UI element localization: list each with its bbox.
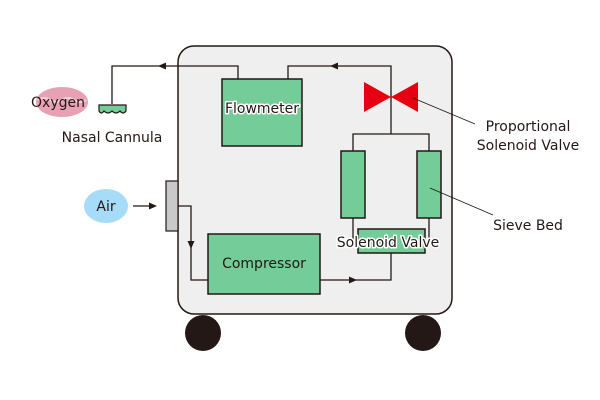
wheel-left <box>185 315 221 351</box>
air-label: Air <box>96 199 115 215</box>
solenoid-valve-label: Solenoid Valve <box>337 235 439 251</box>
oxygen-blob-wave <box>37 97 87 103</box>
sieve-bed-label: Sieve Bed <box>493 218 563 234</box>
flow-arrow-to-solenoid <box>349 276 357 284</box>
oxygen-blob <box>36 87 88 117</box>
pipe-flowmeter-to-cannula <box>111 65 239 104</box>
flow-arrow-to-compressor <box>187 241 195 249</box>
flow-arrow-to-cannula <box>158 62 166 70</box>
nasal-cannula-icon <box>98 104 127 114</box>
air-intake <box>165 180 179 232</box>
flowmeter-box <box>221 78 303 147</box>
flowmeter-label: Flowmeter <box>225 101 299 117</box>
proportional-valve-label-line2: Solenoid Valve <box>477 138 579 154</box>
wheel-right <box>405 315 441 351</box>
pipe-valve-to-flowmeter <box>287 65 392 112</box>
sieve-bed-right <box>416 150 442 219</box>
leader-sieve-bed <box>429 187 494 216</box>
nasal-cannula-label: Nasal Cannula <box>62 130 163 146</box>
compressor-label: Compressor <box>222 256 306 272</box>
oxygen-label: Oxygen <box>31 95 85 111</box>
air-blob <box>84 189 128 223</box>
solenoid-valve-box <box>357 228 426 254</box>
sieve-bed-left <box>340 150 366 219</box>
air-arrow-head <box>149 202 157 210</box>
proportional-valve-label-line1: Proportional <box>486 119 571 135</box>
pipe-sieve-manifold <box>352 133 430 151</box>
compressor-box <box>207 233 321 295</box>
pipe-compressor-to-solenoid <box>320 253 392 281</box>
proportional-valve-icon <box>364 82 418 112</box>
leader-proportional-valve <box>412 97 476 125</box>
flow-arrow-to-flowmeter <box>330 62 338 70</box>
